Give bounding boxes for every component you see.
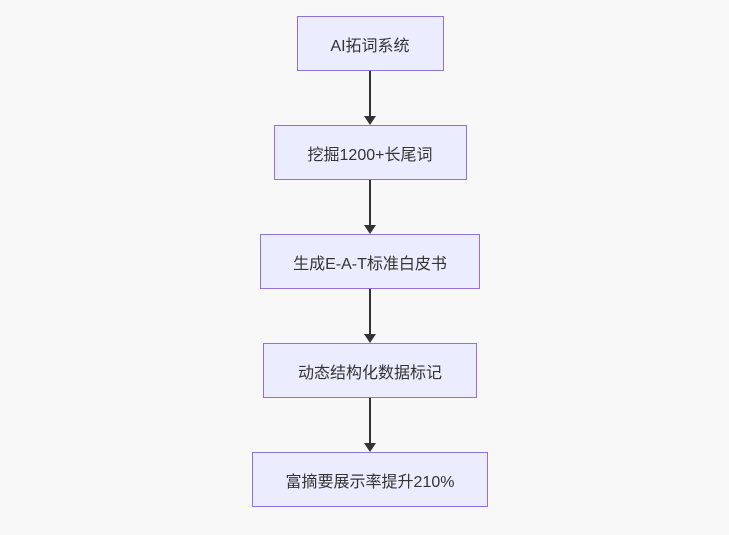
arrowhead-down-icon bbox=[364, 443, 376, 452]
arrowhead-down-icon bbox=[364, 225, 376, 234]
arrow-line bbox=[369, 71, 371, 116]
flow-node-label: AI拓词系统 bbox=[330, 37, 410, 55]
flow-node-ai-system: AI拓词系统 bbox=[296, 16, 444, 71]
flow-node-label: 动态结构化数据标记 bbox=[297, 364, 442, 382]
arrow-connector bbox=[364, 289, 376, 343]
arrow-line bbox=[369, 289, 371, 334]
flow-node-rich-snippet: 富摘要展示率提升210% bbox=[252, 452, 488, 507]
flowchart: AI拓词系统 挖掘1200+长尾词 生成E-A-T标准白皮书 动态结构化数据标记 bbox=[252, 16, 488, 507]
flow-node-label: 挖掘1200+长尾词 bbox=[307, 146, 433, 164]
flow-node-label: 生成E-A-T标准白皮书 bbox=[293, 255, 447, 273]
arrow-line bbox=[369, 180, 371, 225]
flow-node-longtail-words: 挖掘1200+长尾词 bbox=[273, 125, 467, 180]
arrow-connector bbox=[364, 180, 376, 234]
arrow-connector bbox=[364, 398, 376, 452]
flow-node-eat-whitepaper: 生成E-A-T标准白皮书 bbox=[260, 234, 480, 289]
arrowhead-down-icon bbox=[364, 334, 376, 343]
flow-node-structured-data: 动态结构化数据标记 bbox=[263, 343, 477, 398]
arrowhead-down-icon bbox=[364, 116, 376, 125]
arrow-connector bbox=[364, 71, 376, 125]
flow-node-label: 富摘要展示率提升210% bbox=[285, 473, 455, 491]
arrow-line bbox=[369, 398, 371, 443]
